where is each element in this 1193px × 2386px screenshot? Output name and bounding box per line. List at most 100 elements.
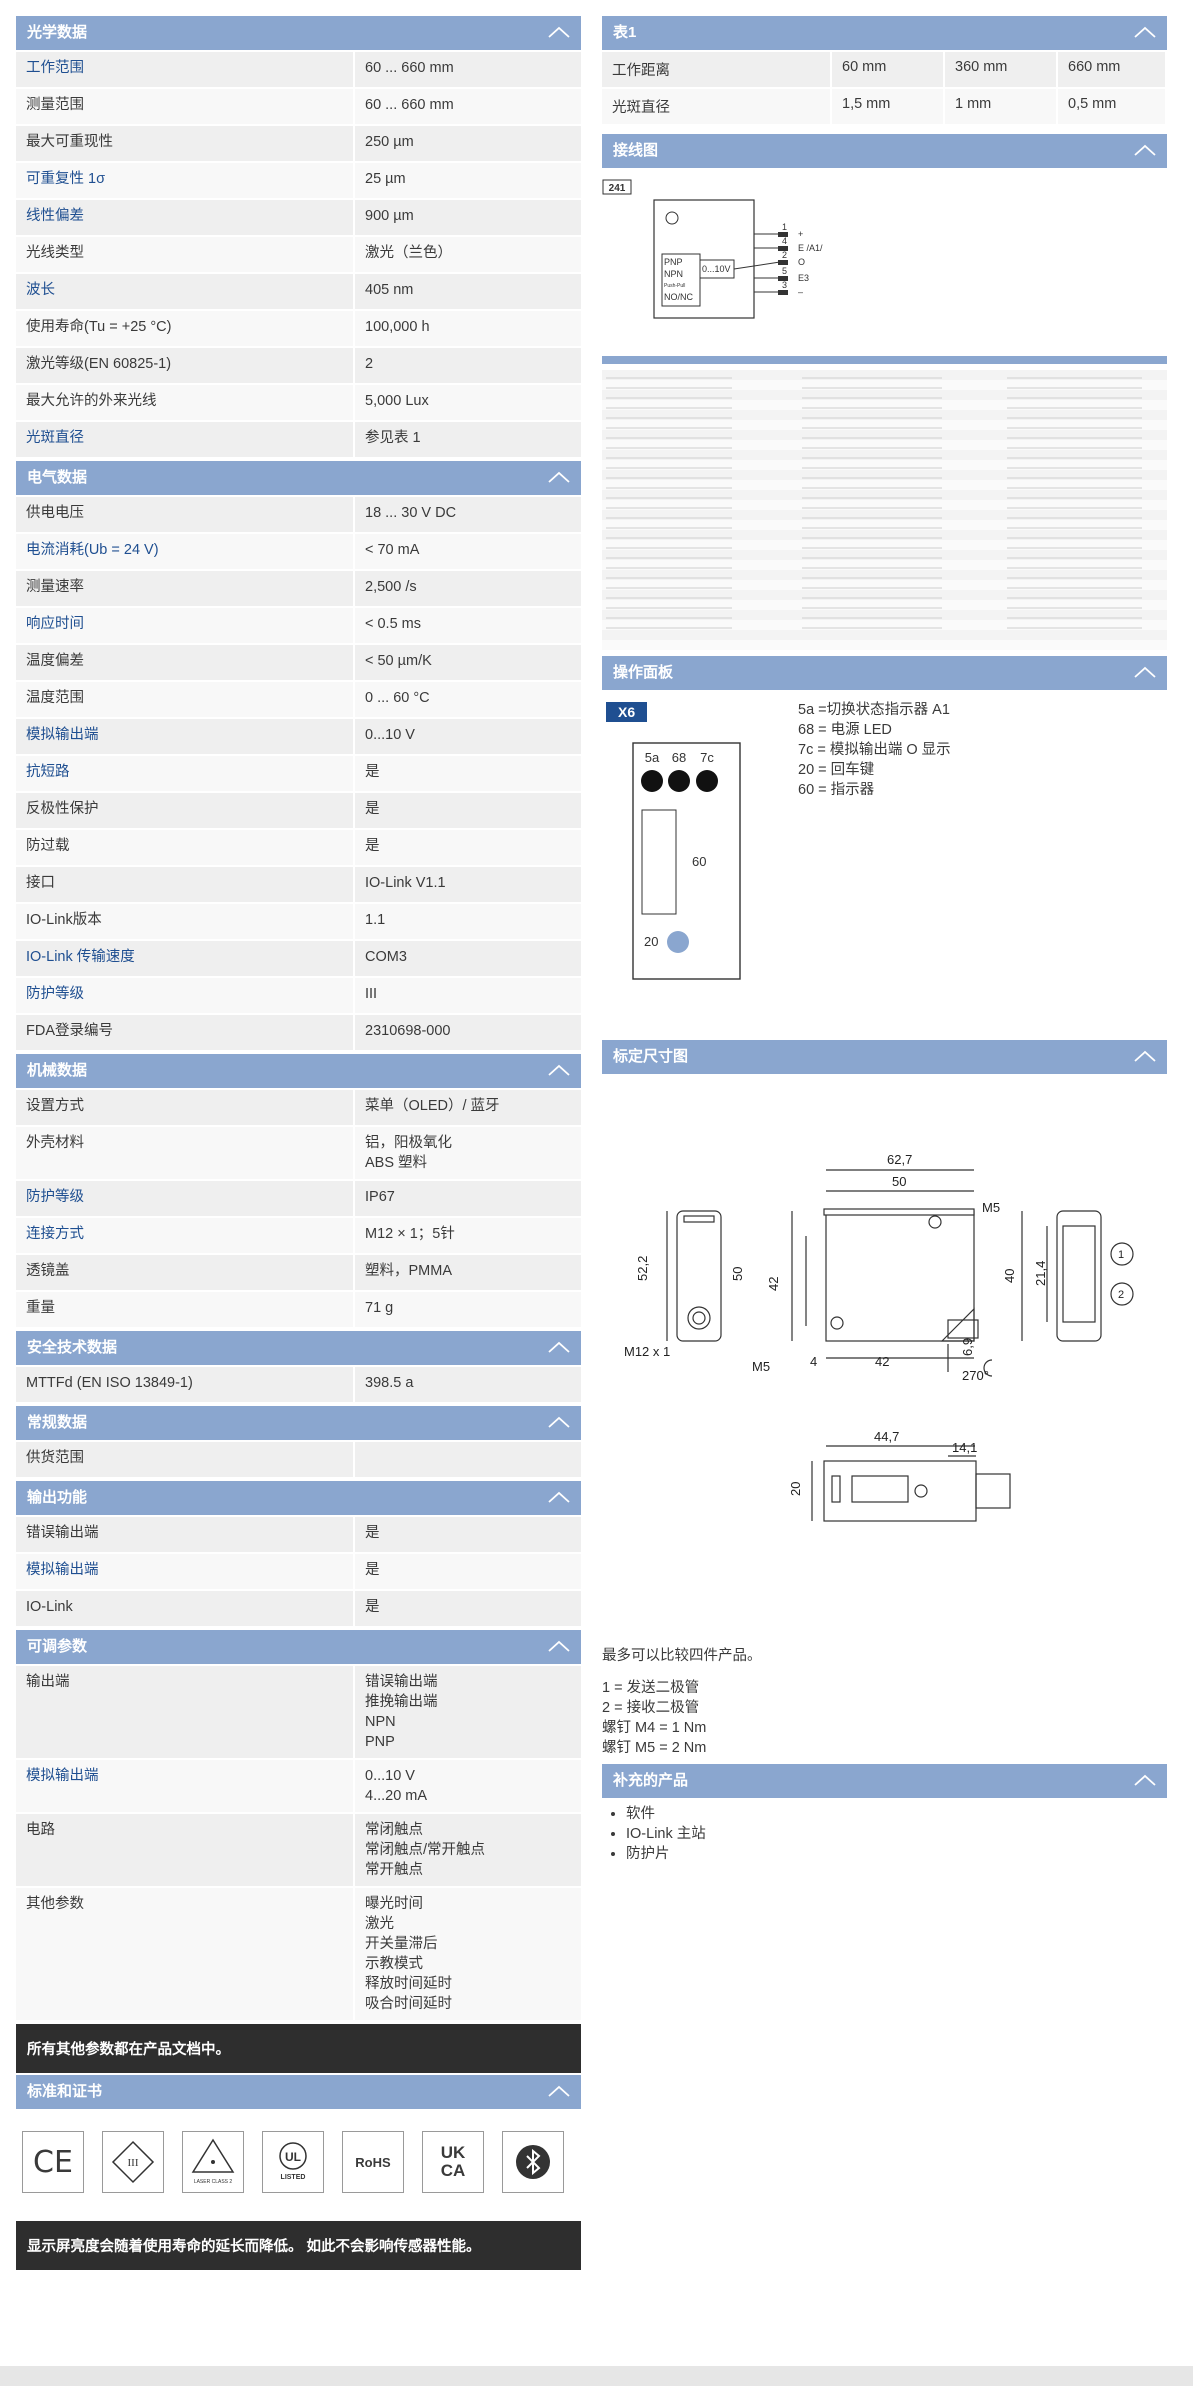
svg-text:50: 50 bbox=[730, 1267, 745, 1281]
general-header[interactable]: 常规数据 bbox=[16, 1406, 581, 1440]
spec-value: 60 ... 660 mm bbox=[365, 60, 454, 76]
spec-value: 铝，阳极氧化 ABS 塑料 bbox=[365, 1135, 452, 1171]
spec-key[interactable]: 连接方式 bbox=[16, 1218, 355, 1253]
spec-key[interactable]: 可重复性 1σ bbox=[16, 163, 355, 198]
spec-row: 反极性保护是 bbox=[16, 793, 581, 830]
spec-key[interactable]: 线性偏差 bbox=[16, 200, 355, 235]
compare-note: 最多可以比较四件产品。 bbox=[602, 1648, 762, 1664]
spec-value: 25 µm bbox=[365, 171, 406, 187]
section-title: 接线图 bbox=[613, 142, 659, 159]
section-title: 安全技术数据 bbox=[27, 1339, 118, 1356]
spec-value: 是 bbox=[365, 1562, 380, 1578]
spec-key[interactable]: 模拟输出端 bbox=[16, 1760, 355, 1812]
spec-value: 18 ... 30 V DC bbox=[365, 505, 457, 521]
mechanical-section: 机械数据设置方式菜单（OLED）/ 蓝牙外壳材料铝，阳极氧化 ABS 塑料防护等… bbox=[16, 1054, 581, 1329]
chevron-up-icon[interactable] bbox=[1133, 25, 1157, 39]
addons-header[interactable]: 补充的产品 bbox=[602, 1764, 1167, 1798]
spec-key[interactable]: IO-Link 传输速度 bbox=[16, 941, 355, 976]
spec-key[interactable]: 工作范围 bbox=[16, 52, 355, 87]
svg-text:2: 2 bbox=[782, 250, 787, 260]
spec-key[interactable]: 防护等级 bbox=[16, 978, 355, 1013]
svg-text:+: + bbox=[798, 229, 803, 239]
chevron-up-icon[interactable] bbox=[547, 1415, 571, 1429]
svg-text:PNP: PNP bbox=[664, 257, 683, 267]
svg-text:M5: M5 bbox=[752, 1359, 770, 1374]
chevron-up-icon[interactable] bbox=[547, 1490, 571, 1504]
mechanical-header[interactable]: 机械数据 bbox=[16, 1054, 581, 1088]
chevron-up-icon[interactable] bbox=[547, 470, 571, 484]
spec-key[interactable]: 波长 bbox=[16, 274, 355, 309]
chevron-up-icon[interactable] bbox=[547, 1340, 571, 1354]
certs-header[interactable]: 标准和证书 bbox=[16, 2075, 581, 2109]
section-title: 标定尺寸图 bbox=[613, 1048, 689, 1065]
svg-text:62,7: 62,7 bbox=[887, 1152, 912, 1167]
chevron-up-icon[interactable] bbox=[1133, 1049, 1157, 1063]
spec-key[interactable]: 抗短路 bbox=[16, 756, 355, 791]
spec-key: 防过载 bbox=[16, 830, 355, 865]
chevron-up-icon[interactable] bbox=[1133, 1773, 1157, 1787]
table1-cell: 660 mm bbox=[1058, 52, 1167, 87]
spec-key: 使用寿命(Tu = +25 °C) bbox=[16, 311, 355, 346]
class-iii-icon: III bbox=[102, 2131, 164, 2193]
spec-value: 0 ... 60 °C bbox=[365, 690, 430, 706]
svg-text:M5: M5 bbox=[982, 1200, 1000, 1215]
addon-item[interactable]: 防护片 bbox=[626, 1844, 1167, 1864]
table1-cell: 60 mm bbox=[832, 52, 945, 87]
safety-header[interactable]: 安全技术数据 bbox=[16, 1331, 581, 1365]
panel-header[interactable]: 操作面板 bbox=[602, 656, 1167, 690]
panel-legend-item: 5a =切换状态指示器 A1 bbox=[798, 702, 950, 718]
addon-item[interactable]: IO-Link 主站 bbox=[626, 1824, 1167, 1844]
electrical-header[interactable]: 电气数据 bbox=[16, 461, 581, 495]
chevron-up-icon[interactable] bbox=[1133, 665, 1157, 679]
svg-text:14,1: 14,1 bbox=[952, 1440, 977, 1455]
spec-value: 71 g bbox=[365, 1300, 394, 1316]
output-header[interactable]: 输出功能 bbox=[16, 1481, 581, 1515]
spec-key[interactable]: 响应时间 bbox=[16, 608, 355, 643]
panel-legend-item: 60 = 指示器 bbox=[798, 782, 875, 798]
dims-header[interactable]: 标定尺寸图 bbox=[602, 1040, 1167, 1074]
table1-header[interactable]: 表1 bbox=[602, 16, 1167, 50]
spec-key[interactable]: 模拟输出端 bbox=[16, 719, 355, 754]
spec-row: 设置方式菜单（OLED）/ 蓝牙 bbox=[16, 1090, 581, 1127]
params-header[interactable]: 可调参数 bbox=[16, 1630, 581, 1664]
chevron-up-icon[interactable] bbox=[547, 1063, 571, 1077]
spec-key: 光线类型 bbox=[16, 237, 355, 272]
chevron-up-icon[interactable] bbox=[547, 1639, 571, 1653]
spec-value: 5,000 Lux bbox=[365, 393, 429, 409]
spec-key: 输出端 bbox=[16, 1666, 355, 1758]
spec-row: 工作范围 60 ... 660 mm bbox=[16, 52, 581, 89]
chevron-up-icon[interactable] bbox=[547, 25, 571, 39]
ce-mark-icon: CE bbox=[22, 2131, 84, 2193]
spec-key[interactable]: 光斑直径 bbox=[16, 422, 355, 457]
chevron-up-icon[interactable] bbox=[1133, 143, 1157, 157]
wiring-header[interactable]: 接线图 bbox=[602, 134, 1167, 168]
spec-value: < 0.5 ms bbox=[365, 616, 422, 632]
svg-text:68: 68 bbox=[672, 750, 686, 765]
spec-row: 光线类型激光（兰色） bbox=[16, 237, 581, 274]
svg-text:0...10V: 0...10V bbox=[702, 264, 731, 274]
spec-value: 塑料，PMMA bbox=[365, 1263, 452, 1279]
chevron-up-icon[interactable] bbox=[547, 2084, 571, 2098]
spec-key: MTTFd (EN ISO 13849-1) bbox=[16, 1367, 355, 1402]
svg-text:4: 4 bbox=[782, 236, 787, 246]
spec-key[interactable]: 防护等级 bbox=[16, 1181, 355, 1216]
spec-key: IO-Link bbox=[16, 1591, 355, 1626]
svg-text:LISTED: LISTED bbox=[281, 2174, 306, 2181]
svg-text:21,4: 21,4 bbox=[1033, 1261, 1048, 1286]
spec-value bbox=[355, 1442, 581, 1477]
optics-header[interactable]: 光学数据 bbox=[16, 16, 581, 50]
spec-key[interactable]: 电流消耗(Ub = 24 V) bbox=[16, 534, 355, 569]
svg-text:20: 20 bbox=[644, 934, 658, 949]
spec-key[interactable]: 模拟输出端 bbox=[16, 1554, 355, 1589]
addon-item[interactable]: 软件 bbox=[626, 1804, 1167, 1824]
